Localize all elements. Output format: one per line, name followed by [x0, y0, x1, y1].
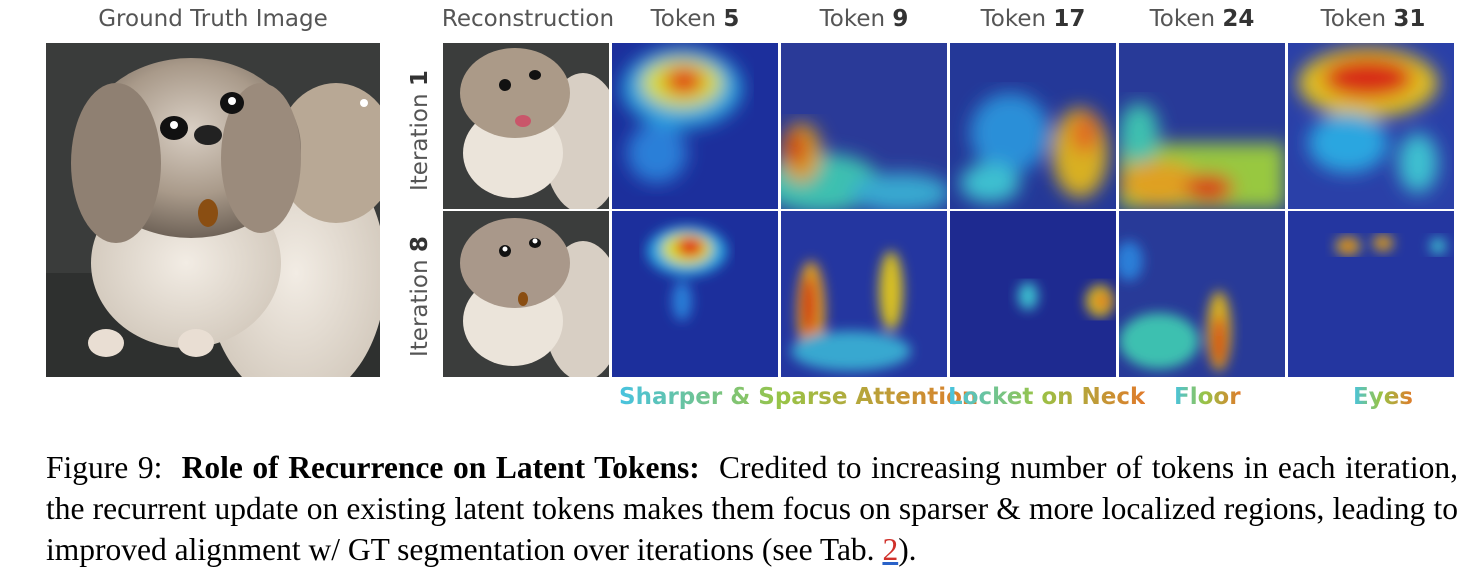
- header-token-5: Token 5: [650, 6, 740, 32]
- heatmap-token-9-iter-8: [781, 211, 947, 377]
- heatmap-token-17-iter-8: [950, 211, 1116, 377]
- attention-heatmap: [1119, 211, 1285, 377]
- heatmap-token-9-iter-1: [781, 43, 947, 209]
- reconstruction-iteration-8: [443, 211, 609, 377]
- heatmap-token-17-iter-1: [950, 43, 1116, 209]
- header-token-24: Token 24: [1149, 6, 1255, 32]
- heatmap-token-5-iter-8: [612, 211, 778, 377]
- attention-heatmap: [1288, 211, 1454, 377]
- reconstruction-iteration-1: [443, 43, 609, 209]
- caption-end: ).: [898, 532, 917, 567]
- header-token-9: Token 9: [819, 6, 909, 32]
- reconstruction-image: [443, 211, 609, 377]
- attention-heatmap: [781, 211, 947, 377]
- figure-caption: Figure 9: Role of Recurrence on Latent T…: [46, 447, 1458, 570]
- annotation-floor: Floor: [1174, 384, 1241, 410]
- row-label-iteration-8: Iteration 8: [407, 236, 433, 357]
- attention-heatmap: [1288, 43, 1454, 209]
- heatmap-token-31-iter-8: [1288, 211, 1454, 377]
- reconstruction-image: [443, 43, 609, 209]
- annotation-sharper-sparse-attention: Sharper & Sparse Attention: [619, 384, 979, 410]
- caption-title: Role of Recurrence on Latent Tokens:: [181, 450, 700, 485]
- row-label-iteration-1: Iteration 1: [407, 70, 433, 191]
- dogs-photo: [46, 43, 380, 377]
- attention-heatmap: [612, 43, 778, 209]
- annotation-eyes: Eyes: [1353, 384, 1413, 410]
- table-reference-link[interactable]: 2: [882, 532, 899, 567]
- annotation-locket-on-neck: Locket on Neck: [948, 384, 1146, 410]
- figure-label: Figure 9:: [46, 450, 163, 485]
- heatmap-token-5-iter-1: [612, 43, 778, 209]
- header-ground-truth: Ground Truth Image: [98, 6, 328, 32]
- header-token-17: Token 17: [980, 6, 1086, 32]
- attention-heatmap: [781, 43, 947, 209]
- attention-heatmap: [950, 43, 1116, 209]
- heatmap-token-31-iter-1: [1288, 43, 1454, 209]
- attention-heatmap: [612, 211, 778, 377]
- attention-heatmap: [950, 211, 1116, 377]
- caption-body: Credited to increasing number of tokens …: [46, 450, 1458, 567]
- heatmap-token-24-iter-1: [1119, 43, 1285, 209]
- ground-truth-image: [46, 43, 380, 377]
- header-reconstruction: Reconstruction: [441, 6, 615, 32]
- header-token-31: Token 31: [1320, 6, 1426, 32]
- heatmap-token-24-iter-8: [1119, 211, 1285, 377]
- attention-heatmap: [1119, 43, 1285, 209]
